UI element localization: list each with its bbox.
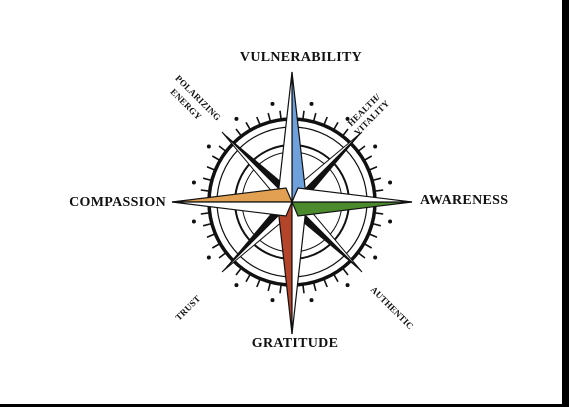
cardinal-points bbox=[171, 71, 413, 335]
compass-dot bbox=[191, 180, 196, 185]
point-west-colored bbox=[171, 187, 293, 203]
compass-dot bbox=[191, 219, 196, 224]
compass-dot bbox=[206, 144, 211, 149]
compass-dot bbox=[388, 180, 393, 185]
label-vulnerability: VULNERABILITY bbox=[240, 50, 362, 65]
label-polarizing-energy: POLARIZING ENERGY bbox=[169, 73, 223, 123]
label-trust: TRUST bbox=[173, 293, 202, 322]
point-south-colored bbox=[277, 201, 293, 335]
diagonal-points bbox=[221, 131, 363, 273]
label-awareness: AWARENESS bbox=[420, 193, 508, 208]
compass-dot bbox=[345, 283, 350, 288]
point-west-light bbox=[171, 201, 293, 217]
point-east-colored bbox=[291, 201, 413, 217]
label-health-vitality: HEALTH/ VITALITY bbox=[346, 91, 392, 137]
label-gratitude: GRATITUDE bbox=[252, 336, 338, 351]
compass-dot bbox=[309, 298, 314, 303]
compass-dot bbox=[234, 116, 239, 121]
point-sw-dark bbox=[222, 198, 292, 272]
point-ne-dark bbox=[292, 132, 362, 206]
point-east-light bbox=[291, 187, 413, 203]
point-nw-dark bbox=[222, 132, 296, 202]
compass-dot bbox=[270, 101, 275, 106]
point-south-light bbox=[291, 201, 307, 335]
compass-dot bbox=[309, 101, 314, 106]
point-north-colored bbox=[291, 71, 307, 203]
label-authentic: AUTHENTIC bbox=[369, 284, 416, 331]
compass-dot bbox=[270, 298, 275, 303]
point-north-light bbox=[277, 71, 293, 203]
compass-dot bbox=[234, 283, 239, 288]
compass-dot bbox=[388, 219, 393, 224]
compass-dot bbox=[206, 255, 211, 260]
compass-dot bbox=[345, 116, 350, 121]
point-se-dark bbox=[288, 202, 362, 272]
compass-dot bbox=[373, 255, 378, 260]
compass-dot bbox=[373, 144, 378, 149]
label-compassion: COMPASSION bbox=[69, 195, 166, 210]
compass-dots bbox=[191, 101, 393, 303]
